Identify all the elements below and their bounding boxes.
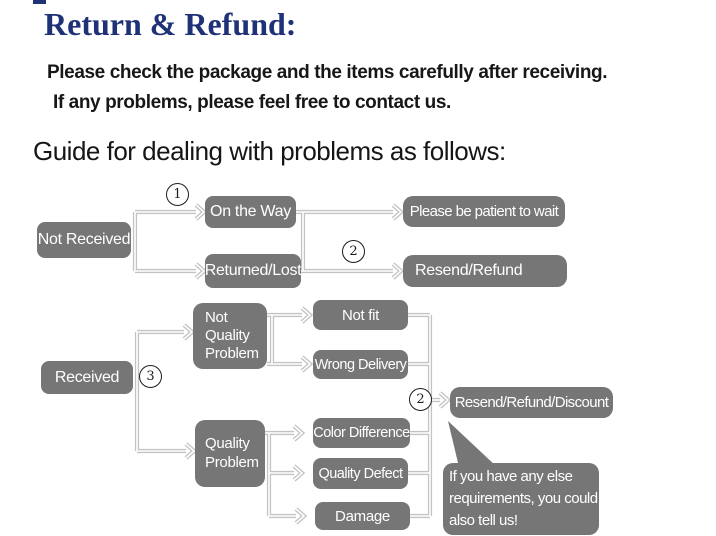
flow-node-wrong-delivery: Wrong Delivery xyxy=(313,350,408,379)
step-marker-1: 1 xyxy=(166,183,189,206)
speech-bubble-line-1: If you have any else xyxy=(449,468,573,485)
flow-node-on-the-way: On the Way xyxy=(205,196,296,228)
flow-node-quality-problem: Quality Problem xyxy=(195,420,265,487)
flow-node-not-fit: Not fit xyxy=(313,300,408,330)
guide-heading: Guide for dealing with problems as follo… xyxy=(33,136,506,166)
speech-bubble-line-2: requirements, you could xyxy=(449,490,598,507)
step-marker-2-bottom-digit: 2 xyxy=(416,392,425,407)
flow-node-returned-lost: Returned/Lost xyxy=(205,254,302,288)
flow-node-not-received: Not Received xyxy=(37,222,131,258)
page-title: Return & Refund: xyxy=(44,6,297,42)
step-marker-1-digit: 1 xyxy=(173,187,182,202)
flow-node-quality-defect: Quality Defect xyxy=(313,458,408,489)
speech-bubble-tail xyxy=(448,421,497,467)
step-marker-2-top-digit: 2 xyxy=(349,244,358,259)
intro-line-1: Please check the package and the items c… xyxy=(47,62,608,83)
flow-node-resend-refund-discount: Resend/Refund/Discount xyxy=(450,387,613,418)
step-marker-2-bottom: 2 xyxy=(409,388,432,411)
speech-bubble: If you have any else requirements, you c… xyxy=(443,463,599,535)
flow-node-resend-refund: Resend/Refund xyxy=(403,255,567,287)
flow-node-be-patient: Please be patient to wait xyxy=(403,196,565,227)
flow-node-color-difference: Color Difference xyxy=(313,418,410,448)
flow-node-received: Received xyxy=(41,361,133,394)
step-marker-3-digit: 3 xyxy=(146,369,155,384)
crop-artifact-mark xyxy=(33,0,46,4)
speech-bubble-line-3: also tell us! xyxy=(449,512,518,529)
flow-node-damage: Damage xyxy=(315,502,410,530)
intro-line-2: If any problems, please feel free to con… xyxy=(53,92,451,113)
step-marker-2-top: 2 xyxy=(342,240,365,263)
step-marker-3: 3 xyxy=(139,365,162,388)
flow-node-not-quality-problem: Not Quality Problem xyxy=(193,303,267,369)
